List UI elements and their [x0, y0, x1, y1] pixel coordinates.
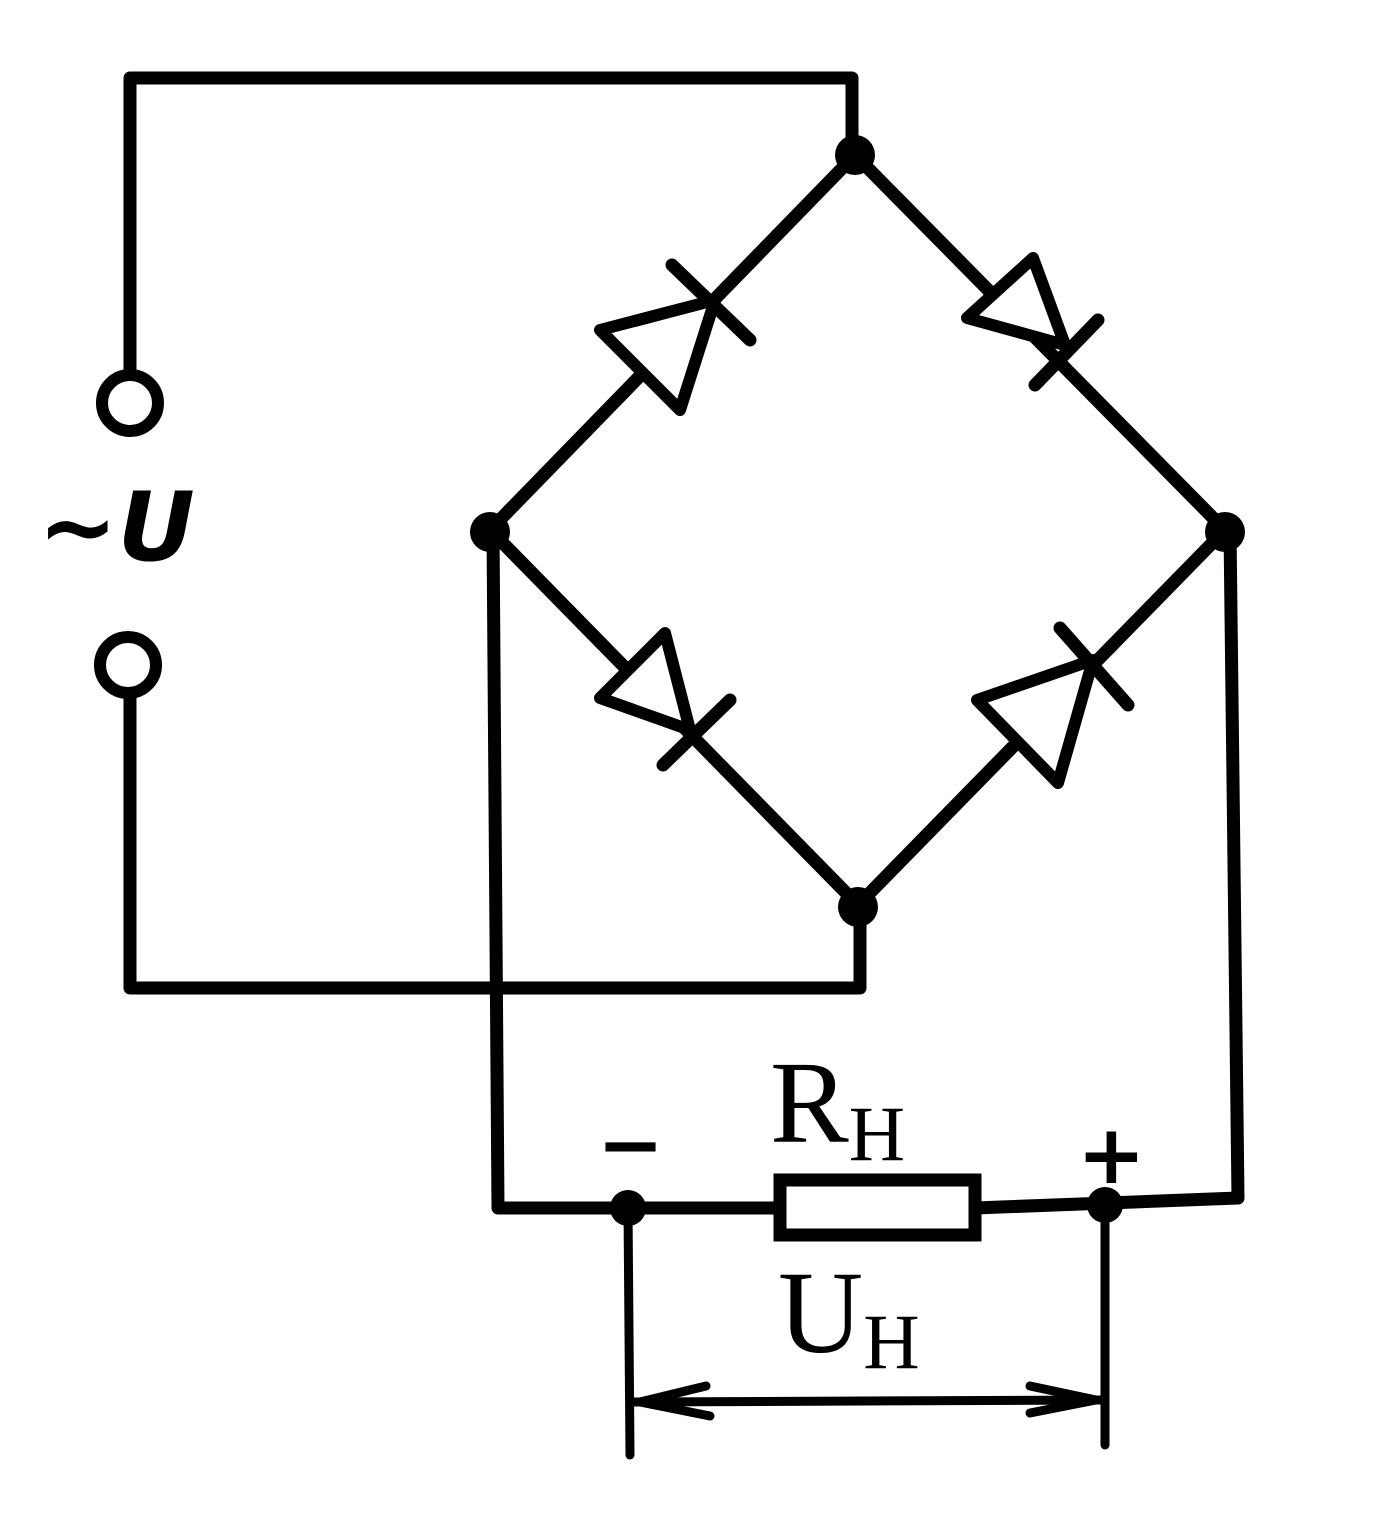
load-resistor	[773, 1173, 982, 1242]
ac-terminal-bottom	[94, 631, 162, 699]
diode-bottom-right-bar	[1053, 621, 1135, 712]
bridge-node-left	[470, 512, 510, 552]
source-voltage-label: ~U	[38, 473, 195, 583]
negative-sign: −	[597, 1098, 664, 1191]
voltage-extension-left	[623, 1203, 635, 1460]
voltage-dimension-line	[627, 1395, 1105, 1407]
diode-bottom-left-triangle	[594, 627, 696, 736]
diode-top-right	[961, 252, 1105, 392]
positive-sign: +	[1077, 1108, 1146, 1203]
diode-bottom-left-bar	[656, 693, 737, 772]
voltage-arrow-right	[1025, 1381, 1101, 1418]
resistor-label: RH	[770, 1037, 905, 1177]
bridge-node-right	[1205, 512, 1245, 552]
diode-bottom-right-triangle	[971, 654, 1099, 789]
diode-top-left-bar	[665, 258, 757, 347]
wire-output-positive	[968, 523, 1245, 1215]
output-voltage-label: UH	[778, 1247, 920, 1385]
ac-terminal-top	[96, 369, 164, 437]
diode-bottom-right	[971, 621, 1135, 789]
diode-top-right-bar	[1028, 313, 1105, 392]
diode-top-left	[594, 258, 757, 416]
diode-bottom-left	[594, 627, 737, 772]
bridge-node-top	[835, 135, 875, 175]
wire-output-negative	[486, 523, 787, 1215]
diode-top-left-triangle	[594, 294, 721, 416]
voltage-arrow-left	[635, 1381, 715, 1421]
bridge-node-bottom	[838, 887, 878, 927]
wire-source-top	[123, 71, 859, 382]
diode-top-right-triangle	[961, 252, 1071, 351]
